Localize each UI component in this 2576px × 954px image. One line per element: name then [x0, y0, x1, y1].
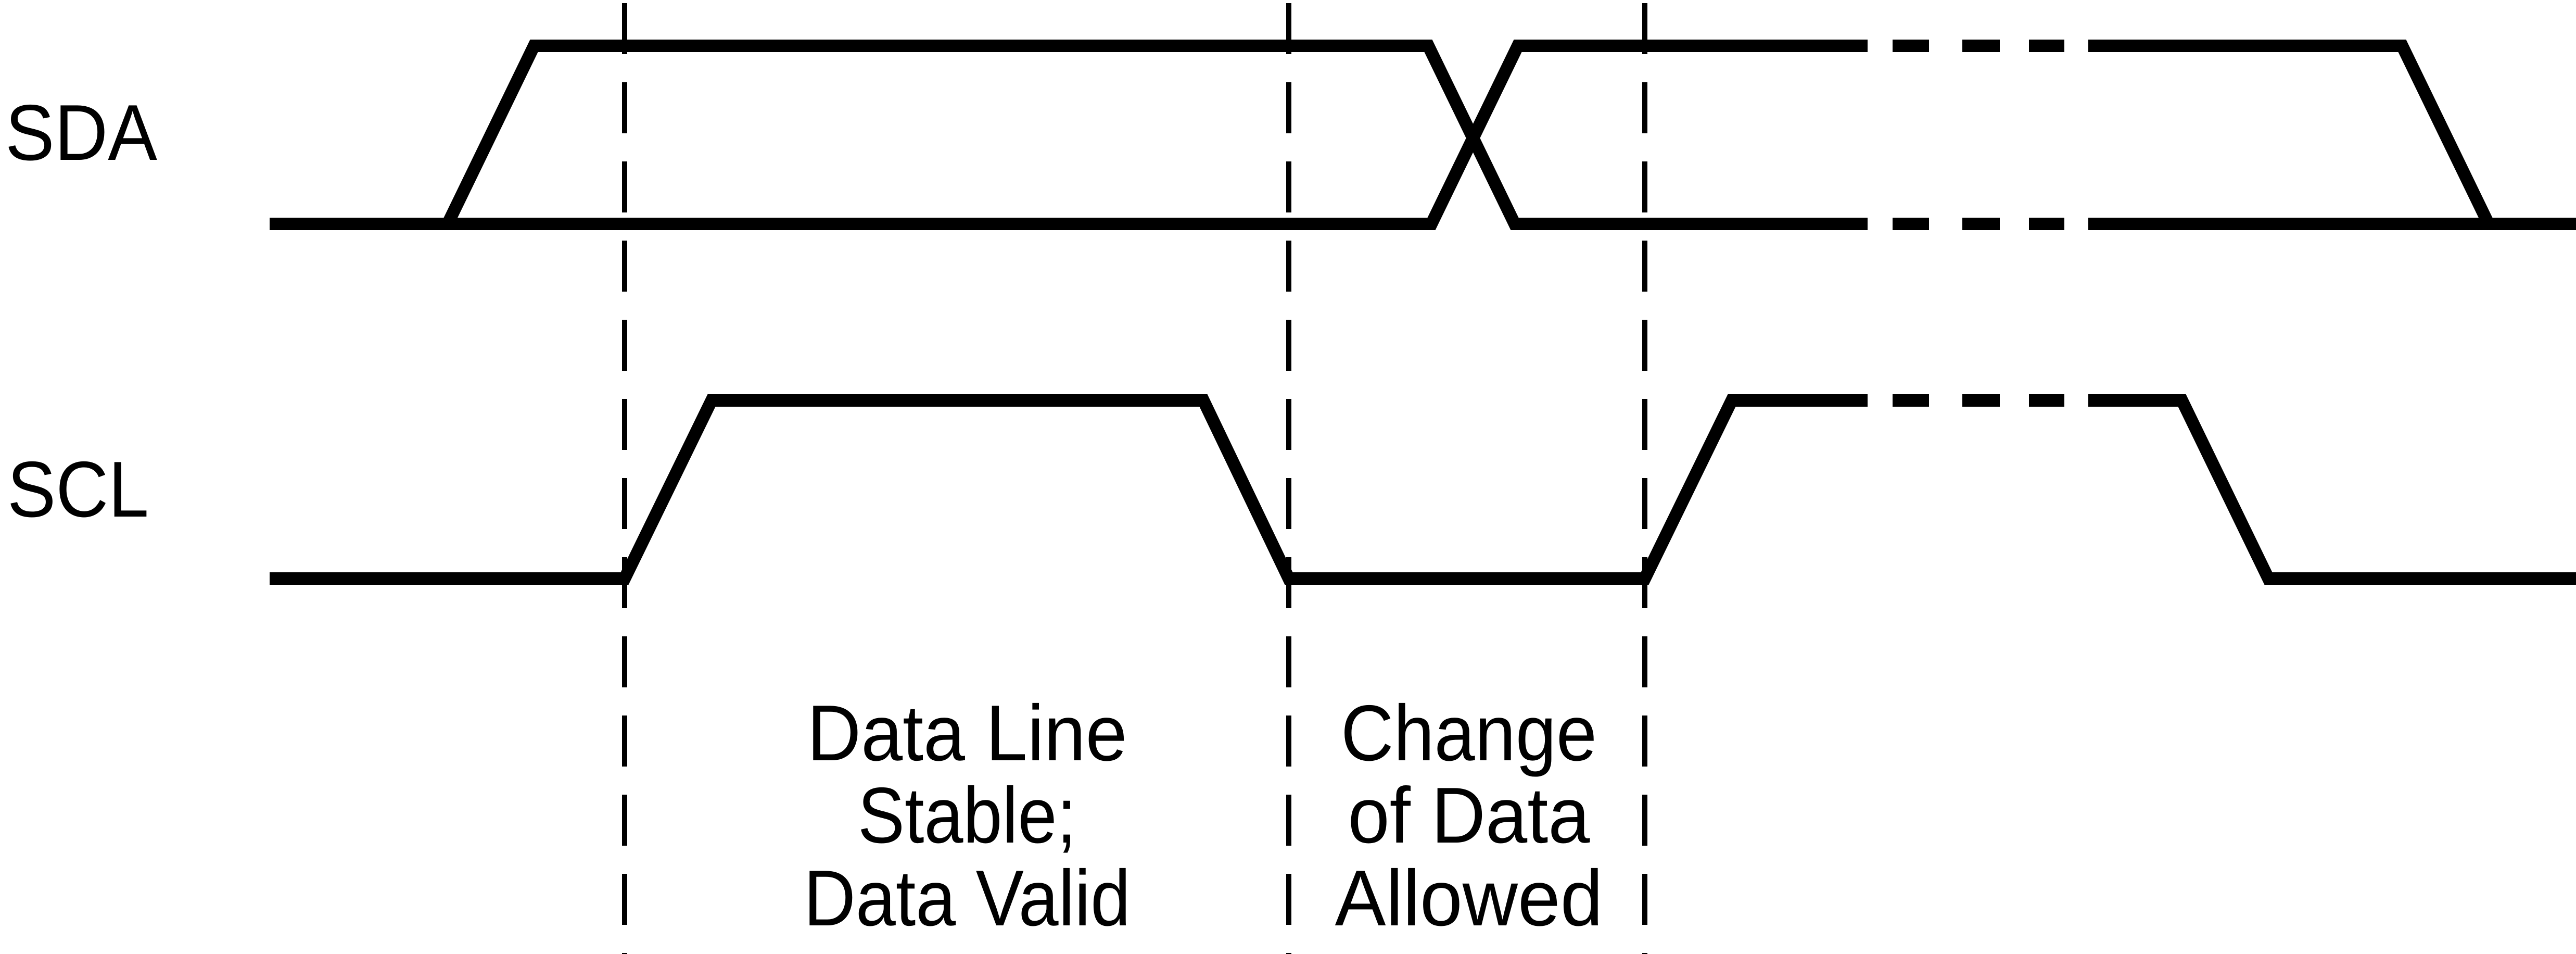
annotation-data-line-stable-line-2: Stable; — [858, 771, 1076, 860]
marker-lines — [622, 3, 1647, 954]
scl-waveform — [270, 394, 2576, 585]
annotation-change-of-data-line-1: Change — [1341, 689, 1597, 777]
annotation-change-of-data-line-2: of Data — [1348, 771, 1590, 860]
scl-label: SCL — [7, 445, 149, 534]
sda-label: SDA — [5, 89, 158, 177]
scl-trace — [270, 394, 2576, 585]
annotation-data-line-stable-line-3: Data Valid — [804, 854, 1131, 943]
annotation-change-of-data: Change of Data Allowed — [1335, 689, 1603, 943]
annotation-change-of-data-line-3: Allowed — [1335, 854, 1603, 943]
sda-rail-high-to-low — [442, 40, 2576, 230]
annotation-data-line-stable-line-1: Data Line — [807, 689, 1127, 777]
sda-waveform — [270, 40, 2576, 230]
sda-rail-low-to-high — [270, 40, 2494, 230]
annotation-data-line-stable: Data Line Stable; Data Valid — [804, 689, 1131, 943]
